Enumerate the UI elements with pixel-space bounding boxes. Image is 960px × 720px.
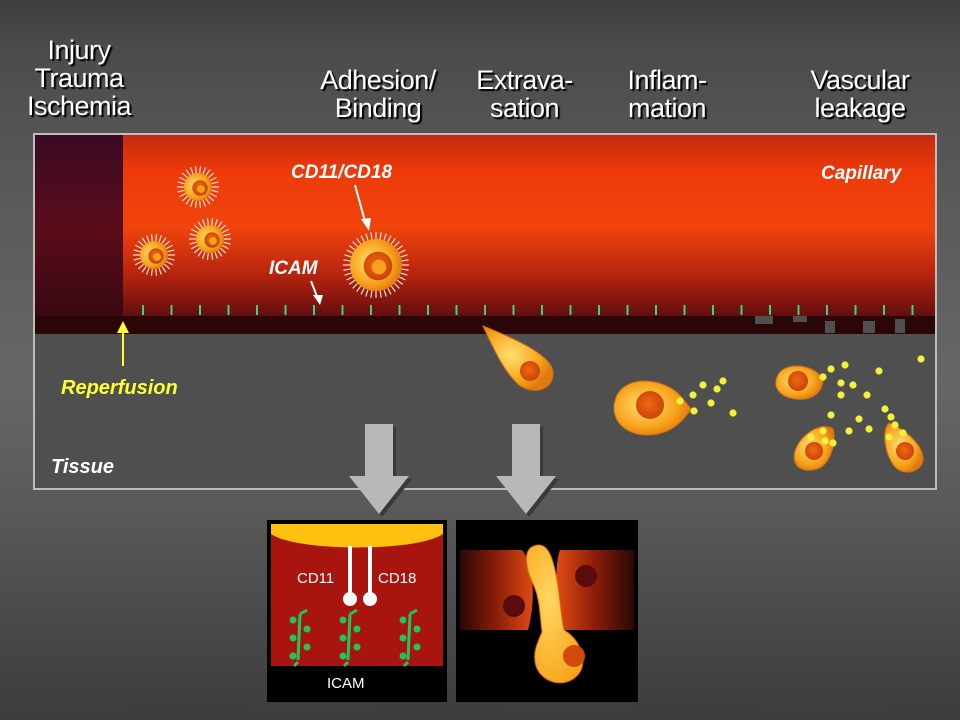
cd11-cd18-label: CD11/CD18 [291, 162, 392, 183]
stage-header-extravasation: Extrava- sation [462, 66, 587, 122]
stage-extravasation-line-1: Extrava- [476, 65, 573, 95]
stage-header-inflammation: Inflam- mation [612, 66, 722, 122]
leukocyte-leakage-3 [884, 422, 924, 473]
tissue-label: Tissue [51, 456, 114, 478]
inset-icam-label: ICAM [327, 675, 365, 692]
stage-inflammation-line-2: mation [627, 93, 707, 123]
icam-arrowhead [313, 295, 323, 305]
leukocyte-floating-3 [133, 234, 175, 276]
arrow-to-extravasation-inset [496, 424, 559, 517]
inset-cd11-label: CD11 [297, 570, 334, 587]
stage-adhesion-line-2: Binding [334, 93, 422, 123]
inset-adhesion-molecules: CD11 CD18 ICAM [267, 520, 447, 702]
capillary-label: Capillary [821, 163, 903, 184]
icam-label: ICAM [269, 258, 319, 279]
endothelial-cell-left [460, 550, 533, 630]
endothelial-cell-right [556, 550, 634, 630]
cd18-head [363, 592, 377, 606]
stage-extravasation-line-2: sation [489, 93, 560, 123]
leukocyte-leakage-1 [775, 365, 824, 400]
leukocyte-floating-1 [177, 166, 219, 208]
stage-header-vascular-leakage: Vascular leakage [790, 66, 930, 122]
reperfusion-label: Reperfusion [61, 377, 178, 399]
ischemia-zone [35, 135, 123, 320]
leukocyte-inflammation [613, 380, 692, 436]
arrow-to-adhesion-inset [349, 424, 412, 517]
capillary-vessel [35, 135, 935, 320]
vessel-wall [35, 316, 935, 334]
leukocyte-floating-2 [189, 218, 231, 260]
capillary-tissue-diagram: CD11/CD18 ICAM Capillary Reperfusion Tis… [33, 133, 937, 490]
stage-injury-line-3: Ischemia [26, 91, 132, 121]
endothelial-nucleus-left [503, 595, 525, 617]
stage-injury-line-2: Trauma [34, 63, 124, 93]
stage-vascular-line-2: leakage [814, 93, 906, 123]
stage-injury-line-1: Injury [47, 35, 111, 65]
stage-inflammation-line-1: Inflam- [627, 65, 707, 95]
endothelial-nucleus-right [575, 565, 597, 587]
inset-cd18-label: CD18 [378, 570, 416, 587]
cd11-cd18-arrow [354, 184, 367, 226]
endothelium-ticks [142, 305, 914, 315]
wall-gaps [755, 316, 905, 333]
reperfusion-arrowhead [117, 321, 129, 333]
stage-adhesion-line-1: Adhesion/ [320, 65, 436, 95]
leukocyte-extravasating [481, 325, 554, 391]
transmigrating-nucleus [563, 645, 585, 667]
cd11-head [343, 592, 357, 606]
leukocyte-adhering [343, 232, 409, 298]
inset-leukocyte-edge [271, 524, 443, 548]
leukocyte-leakage-2 [793, 426, 835, 471]
stage-header-adhesion: Adhesion/ Binding [308, 66, 448, 122]
cd11-cd18-arrowhead [361, 218, 371, 231]
stage-header-injury: Injury Trauma Ischemia [14, 36, 144, 120]
inflammatory-mediators [676, 355, 925, 447]
stage-vascular-line-1: Vascular [810, 65, 910, 95]
icam-molecules [289, 608, 421, 668]
inset-extravasation [456, 520, 638, 702]
